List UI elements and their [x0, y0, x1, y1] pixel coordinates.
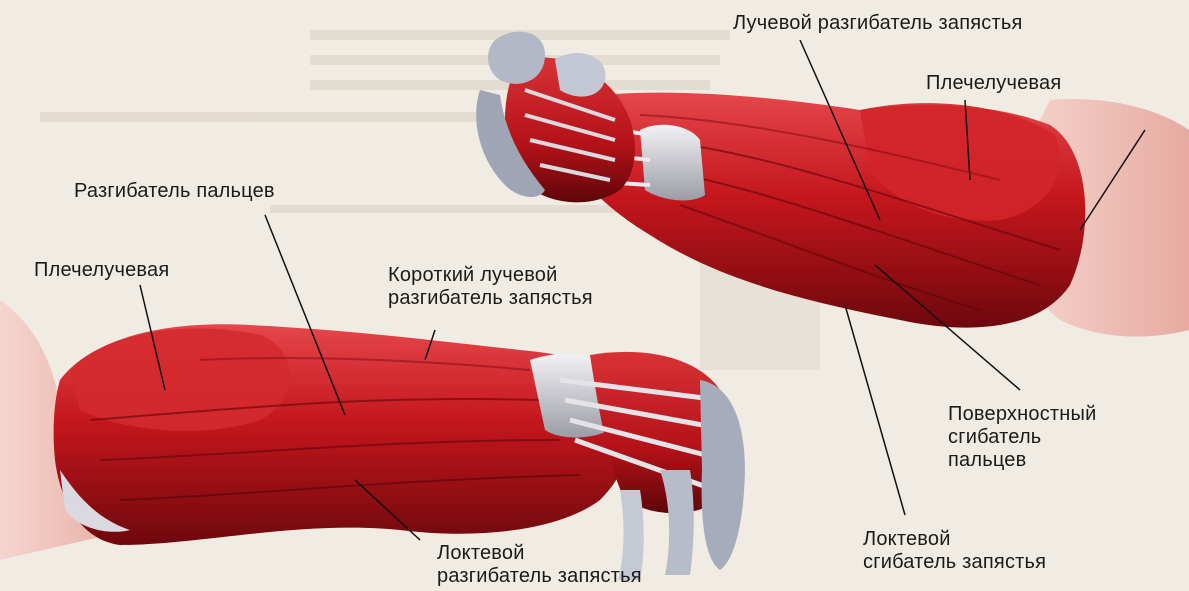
label-line: Поверхностный — [948, 403, 1096, 426]
label-brachioradialis-lower: Плечелучевая — [34, 259, 169, 282]
label-short-radial-wrist-extensor: Короткий лучевой разгибатель запястья — [388, 264, 593, 310]
label-superficial-finger-flexor: Поверхностный сгибатель пальцев — [948, 403, 1096, 472]
label-ulnar-wrist-extensor: Локтевой разгибатель запястья — [437, 542, 642, 588]
label-radial-wrist-extensor: Лучевой разгибатель запястья — [733, 12, 1023, 35]
label-line: Локтевой — [863, 528, 1046, 551]
lower-forearm-figure — [0, 300, 745, 580]
label-finger-extensor: Разгибатель пальцев — [74, 180, 275, 203]
label-ulnar-wrist-flexor: Локтевой сгибатель запястья — [863, 528, 1046, 574]
label-line: разгибатель запястья — [388, 287, 593, 310]
label-line: Локтевой — [437, 542, 642, 565]
leader-ulnar-wrist-flexor — [845, 305, 905, 515]
label-line: сгибатель запястья — [863, 551, 1046, 574]
label-line: Короткий лучевой — [388, 264, 593, 287]
label-line: разгибатель запястья — [437, 565, 642, 588]
label-brachioradialis-upper: Плечелучевая — [926, 72, 1061, 95]
label-line: пальцев — [948, 449, 1096, 472]
label-line: сгибатель — [948, 426, 1096, 449]
